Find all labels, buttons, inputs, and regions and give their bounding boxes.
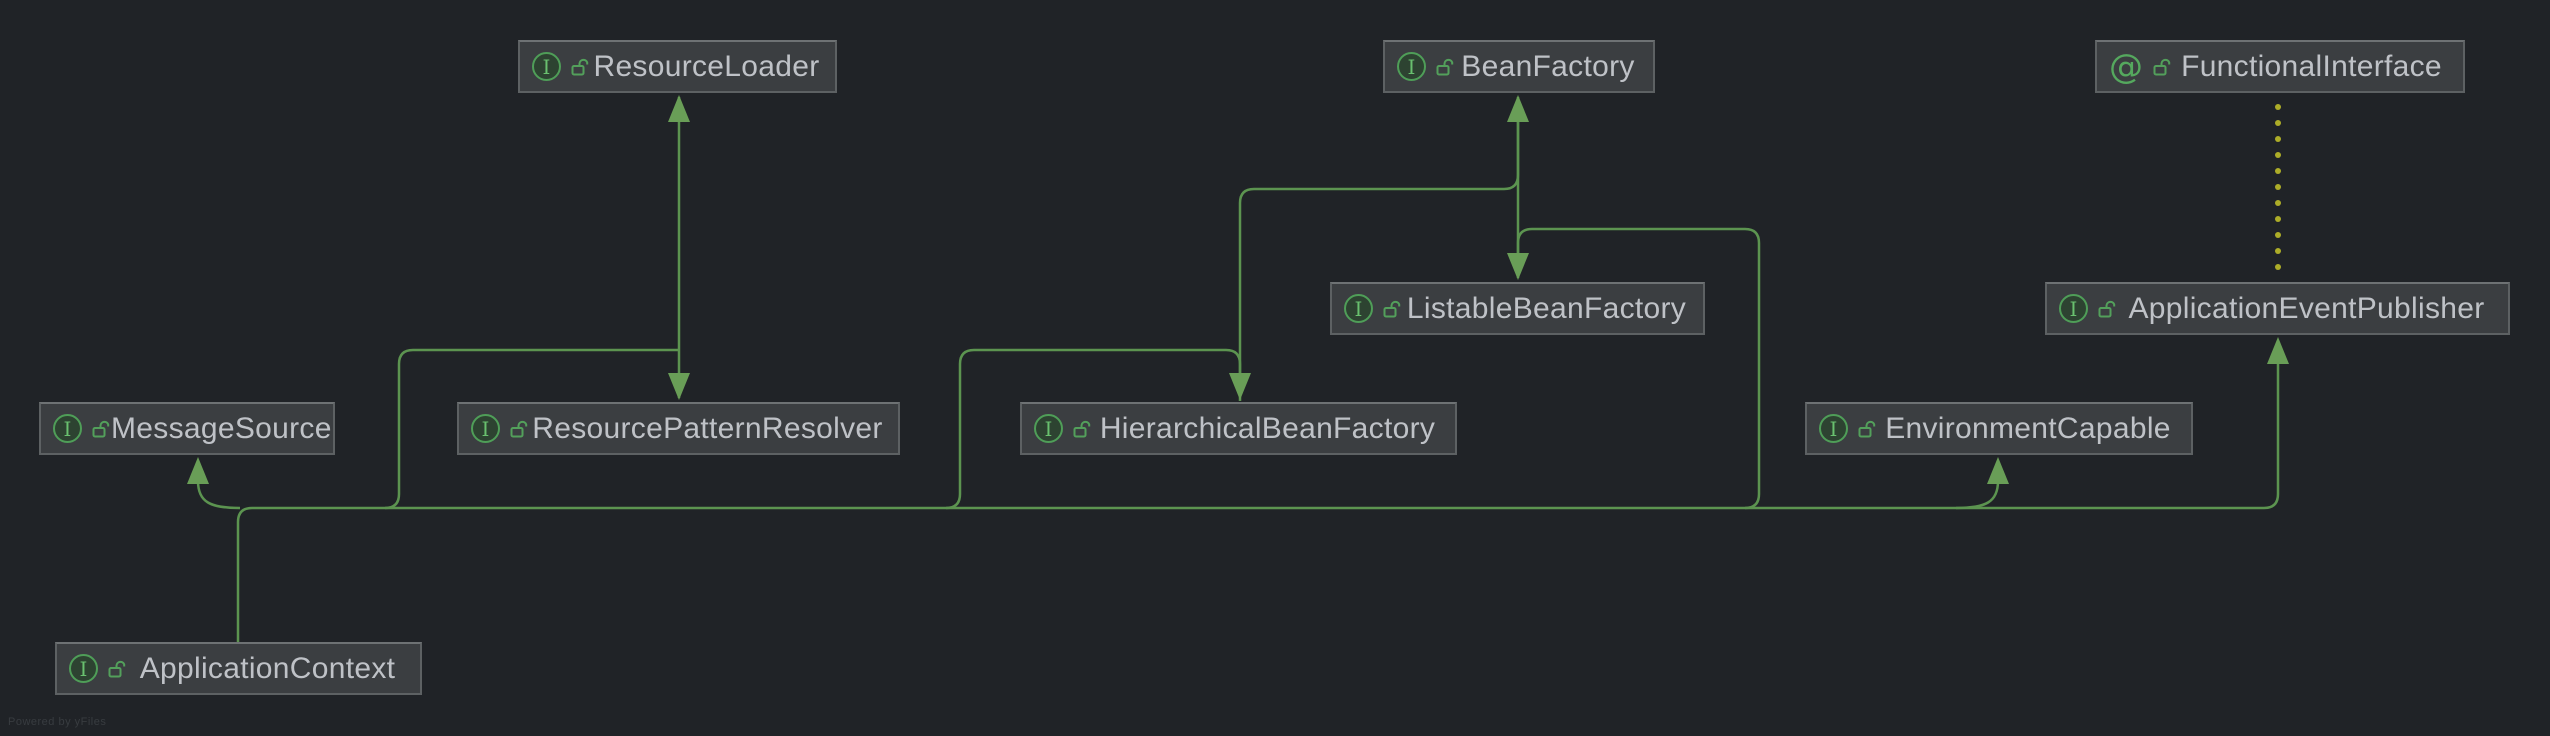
- arrowhead-into-listablebeanfactory: [1507, 253, 1529, 280]
- public-open-lock-icon: [2153, 58, 2171, 76]
- node-environment-capable[interactable]: I EnvironmentCapable: [1805, 402, 2193, 455]
- arrowhead-into-resourcepatternresolver: [668, 373, 690, 400]
- node-label: BeanFactory: [1461, 49, 1635, 83]
- public-open-lock-icon: [1383, 300, 1401, 318]
- interface-icon: I: [1819, 414, 1848, 443]
- node-listable-bean-factory[interactable]: I ListableBeanFactory: [1330, 282, 1705, 335]
- arrowhead-into-beanfactory: [1507, 95, 1529, 122]
- public-open-lock-icon: [2098, 300, 2116, 318]
- node-label: ApplicationEventPublisher: [2128, 291, 2485, 325]
- annotation-icon: @: [2109, 46, 2143, 87]
- interface-icon: I: [532, 52, 561, 81]
- edge-applicationcontext-bus[interactable]: [236, 362, 2280, 642]
- arrowhead-into-environmentcapable: [1987, 457, 2009, 484]
- node-resource-loader[interactable]: I ResourceLoader: [518, 40, 837, 93]
- arrowhead-into-applicationeventpublisher: [2267, 337, 2289, 364]
- arrowhead-into-messagesource: [187, 457, 209, 484]
- yfiles-watermark: Powered by yFiles: [8, 716, 107, 728]
- node-label: ResourceLoader: [593, 49, 820, 83]
- public-open-lock-icon: [1073, 420, 1091, 438]
- edge-applicationcontext-to-listablebeanfactory[interactable]: [1516, 227, 1761, 510]
- public-open-lock-icon: [510, 420, 528, 438]
- arrowhead-into-hierarchicalbeanfactory: [1229, 373, 1251, 400]
- node-resource-pattern-resolver[interactable]: I ResourcePatternResolver: [457, 402, 900, 455]
- edge-applicationeventpublisher-to-functionalinterface[interactable]: [2275, 104, 2281, 270]
- public-open-lock-icon: [92, 420, 110, 438]
- interface-icon: I: [2059, 294, 2088, 323]
- node-label: MessageSource: [111, 411, 332, 445]
- node-label: EnvironmentCapable: [1885, 411, 2171, 445]
- interface-icon: I: [1034, 414, 1063, 443]
- node-hierarchical-bean-factory[interactable]: I HierarchicalBeanFactory: [1020, 402, 1457, 455]
- node-label: ApplicationContext: [139, 651, 396, 685]
- public-open-lock-icon: [571, 58, 589, 76]
- edge-applicationcontext-to-messagesource[interactable]: [196, 480, 241, 510]
- interface-icon: I: [53, 414, 82, 443]
- interface-icon: I: [471, 414, 500, 443]
- node-application-event-publisher[interactable]: I ApplicationEventPublisher: [2045, 282, 2510, 335]
- edge-hierarchicalbeanfactory-to-beanfactory[interactable]: [1238, 122, 1520, 401]
- edge-applicationcontext-to-hierarchicalbeanfactory[interactable]: [945, 348, 1242, 510]
- node-label: ResourcePatternResolver: [532, 411, 883, 445]
- interface-icon: I: [1397, 52, 1426, 81]
- node-label: FunctionalInterface: [2181, 49, 2442, 83]
- node-functional-interface[interactable]: @ FunctionalInterface: [2095, 40, 2465, 93]
- node-message-source[interactable]: I MessageSource: [39, 402, 335, 455]
- public-open-lock-icon: [1436, 58, 1454, 76]
- public-open-lock-icon: [108, 660, 126, 678]
- edge-applicationcontext-to-environmentcapable[interactable]: [1955, 480, 2000, 510]
- interface-icon: I: [1344, 294, 1373, 323]
- node-label: HierarchicalBeanFactory: [1099, 411, 1436, 445]
- arrowhead-into-resourceloader: [668, 95, 690, 122]
- interface-icon: I: [69, 654, 98, 683]
- public-open-lock-icon: [1858, 420, 1876, 438]
- node-bean-factory[interactable]: I BeanFactory: [1383, 40, 1655, 93]
- node-label: ListableBeanFactory: [1406, 291, 1687, 325]
- edge-applicationcontext-to-resourcepatternresolver[interactable]: [384, 348, 679, 510]
- node-application-context[interactable]: I ApplicationContext: [55, 642, 422, 695]
